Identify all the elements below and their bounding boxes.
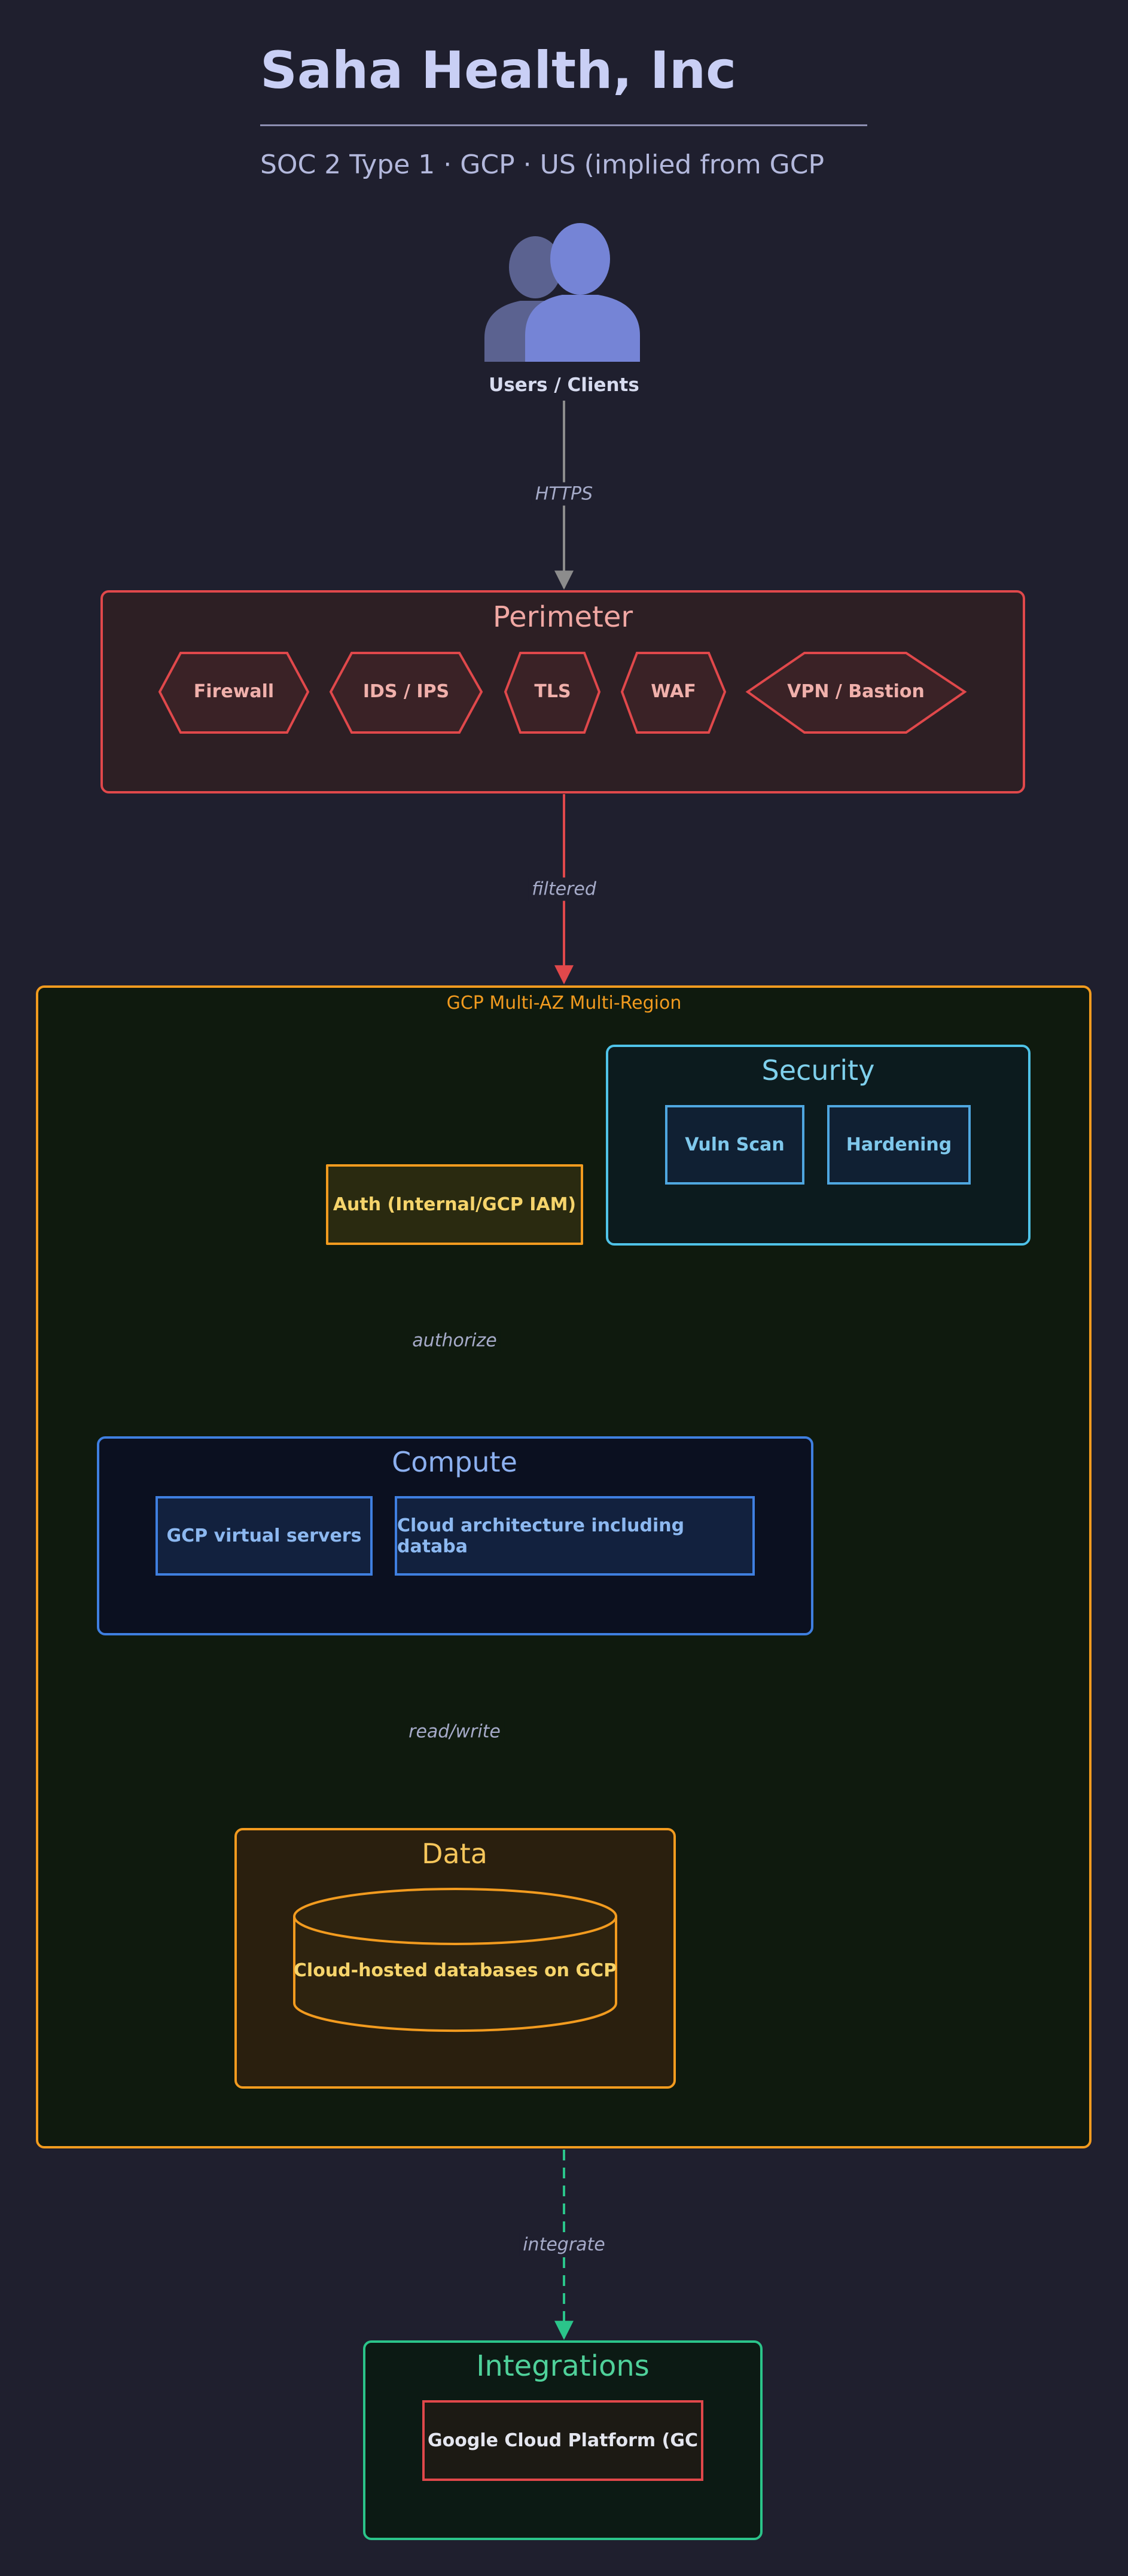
compute-title: Compute (392, 1446, 517, 1478)
users-icon (484, 223, 640, 362)
title-divider (260, 124, 867, 126)
compute-item-gcp-virtual-servers: GCP virtual servers (156, 1496, 373, 1576)
integrations-title: Integrations (476, 2349, 650, 2383)
edge-label-https: HTTPS (531, 482, 597, 506)
auth-node: Auth (Internal/GCP IAM) (326, 1164, 583, 1245)
database-label: Cloud-hosted databases on GCP (293, 1960, 617, 1981)
tls-shape (504, 652, 601, 734)
edge-label-read-write: read/write (405, 1720, 504, 1744)
perimeter-controls (158, 652, 967, 734)
perimeter-item-waf: WAF (651, 681, 696, 702)
compute-item-cloud-architecture: Cloud architecture including databa (395, 1496, 755, 1576)
perimeter-item-firewall: Firewall (193, 681, 275, 702)
waf-shape (620, 652, 727, 734)
security-title: Security (761, 1054, 875, 1086)
data-title: Data (422, 1838, 487, 1870)
perimeter-item-ids-ips: IDS / IPS (362, 681, 450, 702)
page-title: Saha Health, Inc (260, 41, 737, 100)
security-item-vuln-scan: Vuln Scan (665, 1105, 804, 1185)
ids-ips-shape (329, 652, 483, 734)
page-subtitle: SOC 2 Type 1 · GCP · US (implied from GC… (260, 149, 825, 180)
perimeter-title: Perimeter (492, 600, 633, 634)
database-icon (293, 1888, 617, 2032)
perimeter-item-tls: TLS (534, 681, 571, 702)
edge-label-integrate: integrate (519, 2233, 609, 2257)
security-item-hardening: Hardening (827, 1105, 971, 1185)
region-label: GCP Multi-AZ Multi-Region (446, 993, 682, 1014)
users-label: Users / Clients (489, 374, 639, 396)
integration-item-google-cloud: Google Cloud Platform (GC (422, 2400, 703, 2481)
firewall-shape (158, 652, 310, 734)
edge-label-filtered: filtered (528, 877, 600, 901)
perimeter-item-vpn-bastion: VPN / Bastion (787, 681, 925, 702)
vpn-bastion-shape (745, 652, 967, 734)
edge-label-authorize: authorize (408, 1329, 501, 1353)
